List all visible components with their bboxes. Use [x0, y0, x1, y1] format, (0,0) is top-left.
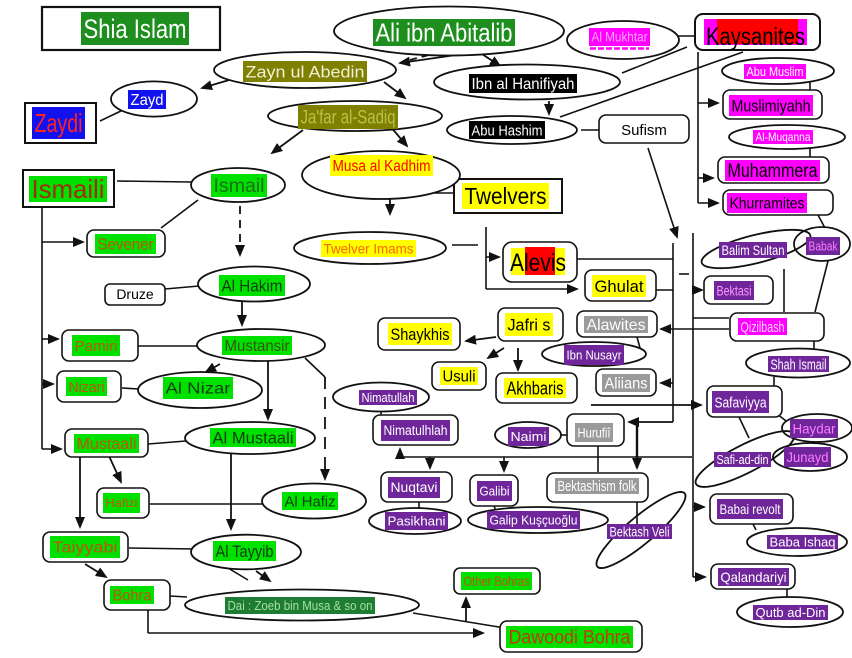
svg-text:Balim Sultan: Balim Sultan — [722, 242, 785, 258]
svg-text:Pamiri: Pamiri — [75, 338, 118, 355]
svg-text:Zayd: Zayd — [131, 92, 164, 109]
svg-text:Qutb ad-Din: Qutb ad-Din — [756, 605, 826, 620]
svg-text:Al-Muqanna: Al-Muqanna — [756, 130, 811, 144]
svg-text:Nizari: Nizari — [69, 379, 105, 396]
svg-text:Muhammera: Muhammera — [728, 161, 818, 182]
svg-text:Dai : Zoeb bin Musa & so on: Dai : Zoeb bin Musa & so on — [228, 598, 373, 613]
svg-text:Usuli: Usuli — [443, 369, 476, 386]
svg-text:Khurramites: Khurramites — [730, 196, 805, 213]
svg-text:Alawites: Alawites — [587, 317, 646, 334]
svg-text:Nimatullah: Nimatullah — [362, 391, 415, 405]
svg-text:Druze: Druze — [116, 286, 154, 302]
svg-text:Al Hakim: Al Hakim — [222, 276, 283, 295]
svg-text:Ja'far al-Sadiq: Ja'far al-Sadiq — [301, 108, 396, 129]
svg-text:Hafizi: Hafizi — [106, 496, 138, 510]
svg-text:Mustaali: Mustaali — [77, 436, 137, 453]
svg-text:Ibn al Hanifiyah: Ibn al Hanifiyah — [472, 76, 575, 93]
svg-text:Hurufiî: Hurufiî — [578, 424, 612, 440]
svg-text:Babak: Babak — [809, 239, 838, 254]
svg-text:Ghulat: Ghulat — [595, 277, 644, 296]
svg-text:Al Hafiz: Al Hafiz — [285, 493, 336, 510]
svg-text:Bektashism folk: Bektashism folk — [558, 479, 638, 495]
svg-text:Nimatulhlah: Nimatulhlah — [384, 423, 448, 438]
svg-text:Dawoodi Bohra: Dawoodi Bohra — [509, 628, 631, 649]
svg-text:Shah Ismail: Shah Ismail — [771, 356, 827, 373]
svg-text:Bektash Veli: Bektash Veli — [610, 523, 670, 539]
svg-text:Musa al Kadhim: Musa al Kadhim — [333, 158, 431, 175]
svg-text:Mustansir: Mustansir — [225, 338, 291, 355]
svg-text:Safaviyya: Safaviyya — [715, 394, 768, 411]
svg-text:Zaydi: Zaydi — [35, 108, 83, 138]
svg-text:Naimi: Naimi — [511, 429, 547, 444]
svg-text:Kaysanites: Kaysanites — [706, 23, 805, 51]
svg-text:Al Tayyib: Al Tayyib — [216, 542, 274, 561]
svg-text:Qizilbash: Qizilbash — [741, 319, 785, 336]
svg-text:Nuqtavi: Nuqtavi — [391, 480, 438, 495]
svg-text:Baba Ishaq: Baba Ishaq — [770, 535, 836, 550]
svg-text:Ismail: Ismail — [214, 176, 265, 197]
svg-text:Sufism: Sufism — [621, 122, 667, 139]
svg-text:Other Bohras: Other Bohras — [464, 573, 530, 589]
svg-text:Twelvers: Twelvers — [465, 183, 547, 209]
svg-text:Jafri s: Jafri s — [508, 315, 551, 334]
svg-text:Twelver Imams: Twelver Imams — [324, 240, 414, 256]
svg-text:Muslimiyahh: Muslimiyahh — [732, 96, 811, 115]
svg-text:Haydar: Haydar — [793, 420, 836, 436]
svg-text:Bohra: Bohra — [113, 588, 152, 605]
svg-text:Junayd: Junayd — [787, 449, 829, 465]
svg-text:Safi-ad-din: Safi-ad-din — [717, 452, 769, 467]
svg-text:Al Nizar: Al Nizar — [166, 381, 232, 398]
svg-text:Akhbaris: Akhbaris — [507, 378, 564, 398]
svg-text:Ibn Nusayr: Ibn Nusayr — [567, 348, 623, 363]
svg-text:Zayn ul Abedin: Zayn ul Abedin — [246, 62, 365, 81]
svg-text:Bektasi: Bektasi — [717, 282, 752, 298]
svg-text:Qalandariyi: Qalandariyi — [721, 569, 787, 585]
svg-text:Al Mukhtar: Al Mukhtar — [592, 30, 648, 45]
svg-text:Alevis: Alevis — [510, 249, 566, 277]
svg-text:Abu Hashim: Abu Hashim — [472, 122, 543, 139]
svg-text:Abu Muslim: Abu Muslim — [747, 64, 804, 79]
svg-text:Ismaili: Ismaili — [32, 174, 105, 204]
svg-text:Sevener: Sevener — [98, 237, 155, 254]
svg-text:Aliians: Aliians — [605, 376, 648, 393]
svg-text:Babai revolt: Babai revolt — [720, 501, 781, 517]
svg-text:Taiyyabi: Taiyyabi — [53, 540, 118, 557]
svg-text:Al Mustaali: Al Mustaali — [213, 428, 294, 447]
svg-text:Galibi: Galibi — [480, 484, 510, 499]
svg-text:Shia Islam: Shia Islam — [84, 14, 187, 44]
svg-text:Galip Kuşçuoğlu: Galip Kuşçuoğlu — [490, 513, 578, 528]
svg-text:Pasikhani: Pasikhani — [388, 514, 446, 529]
svg-text:Ali ibn Abitalib: Ali ibn Abitalib — [376, 18, 513, 48]
svg-text:Shaykhis: Shaykhis — [391, 325, 450, 344]
